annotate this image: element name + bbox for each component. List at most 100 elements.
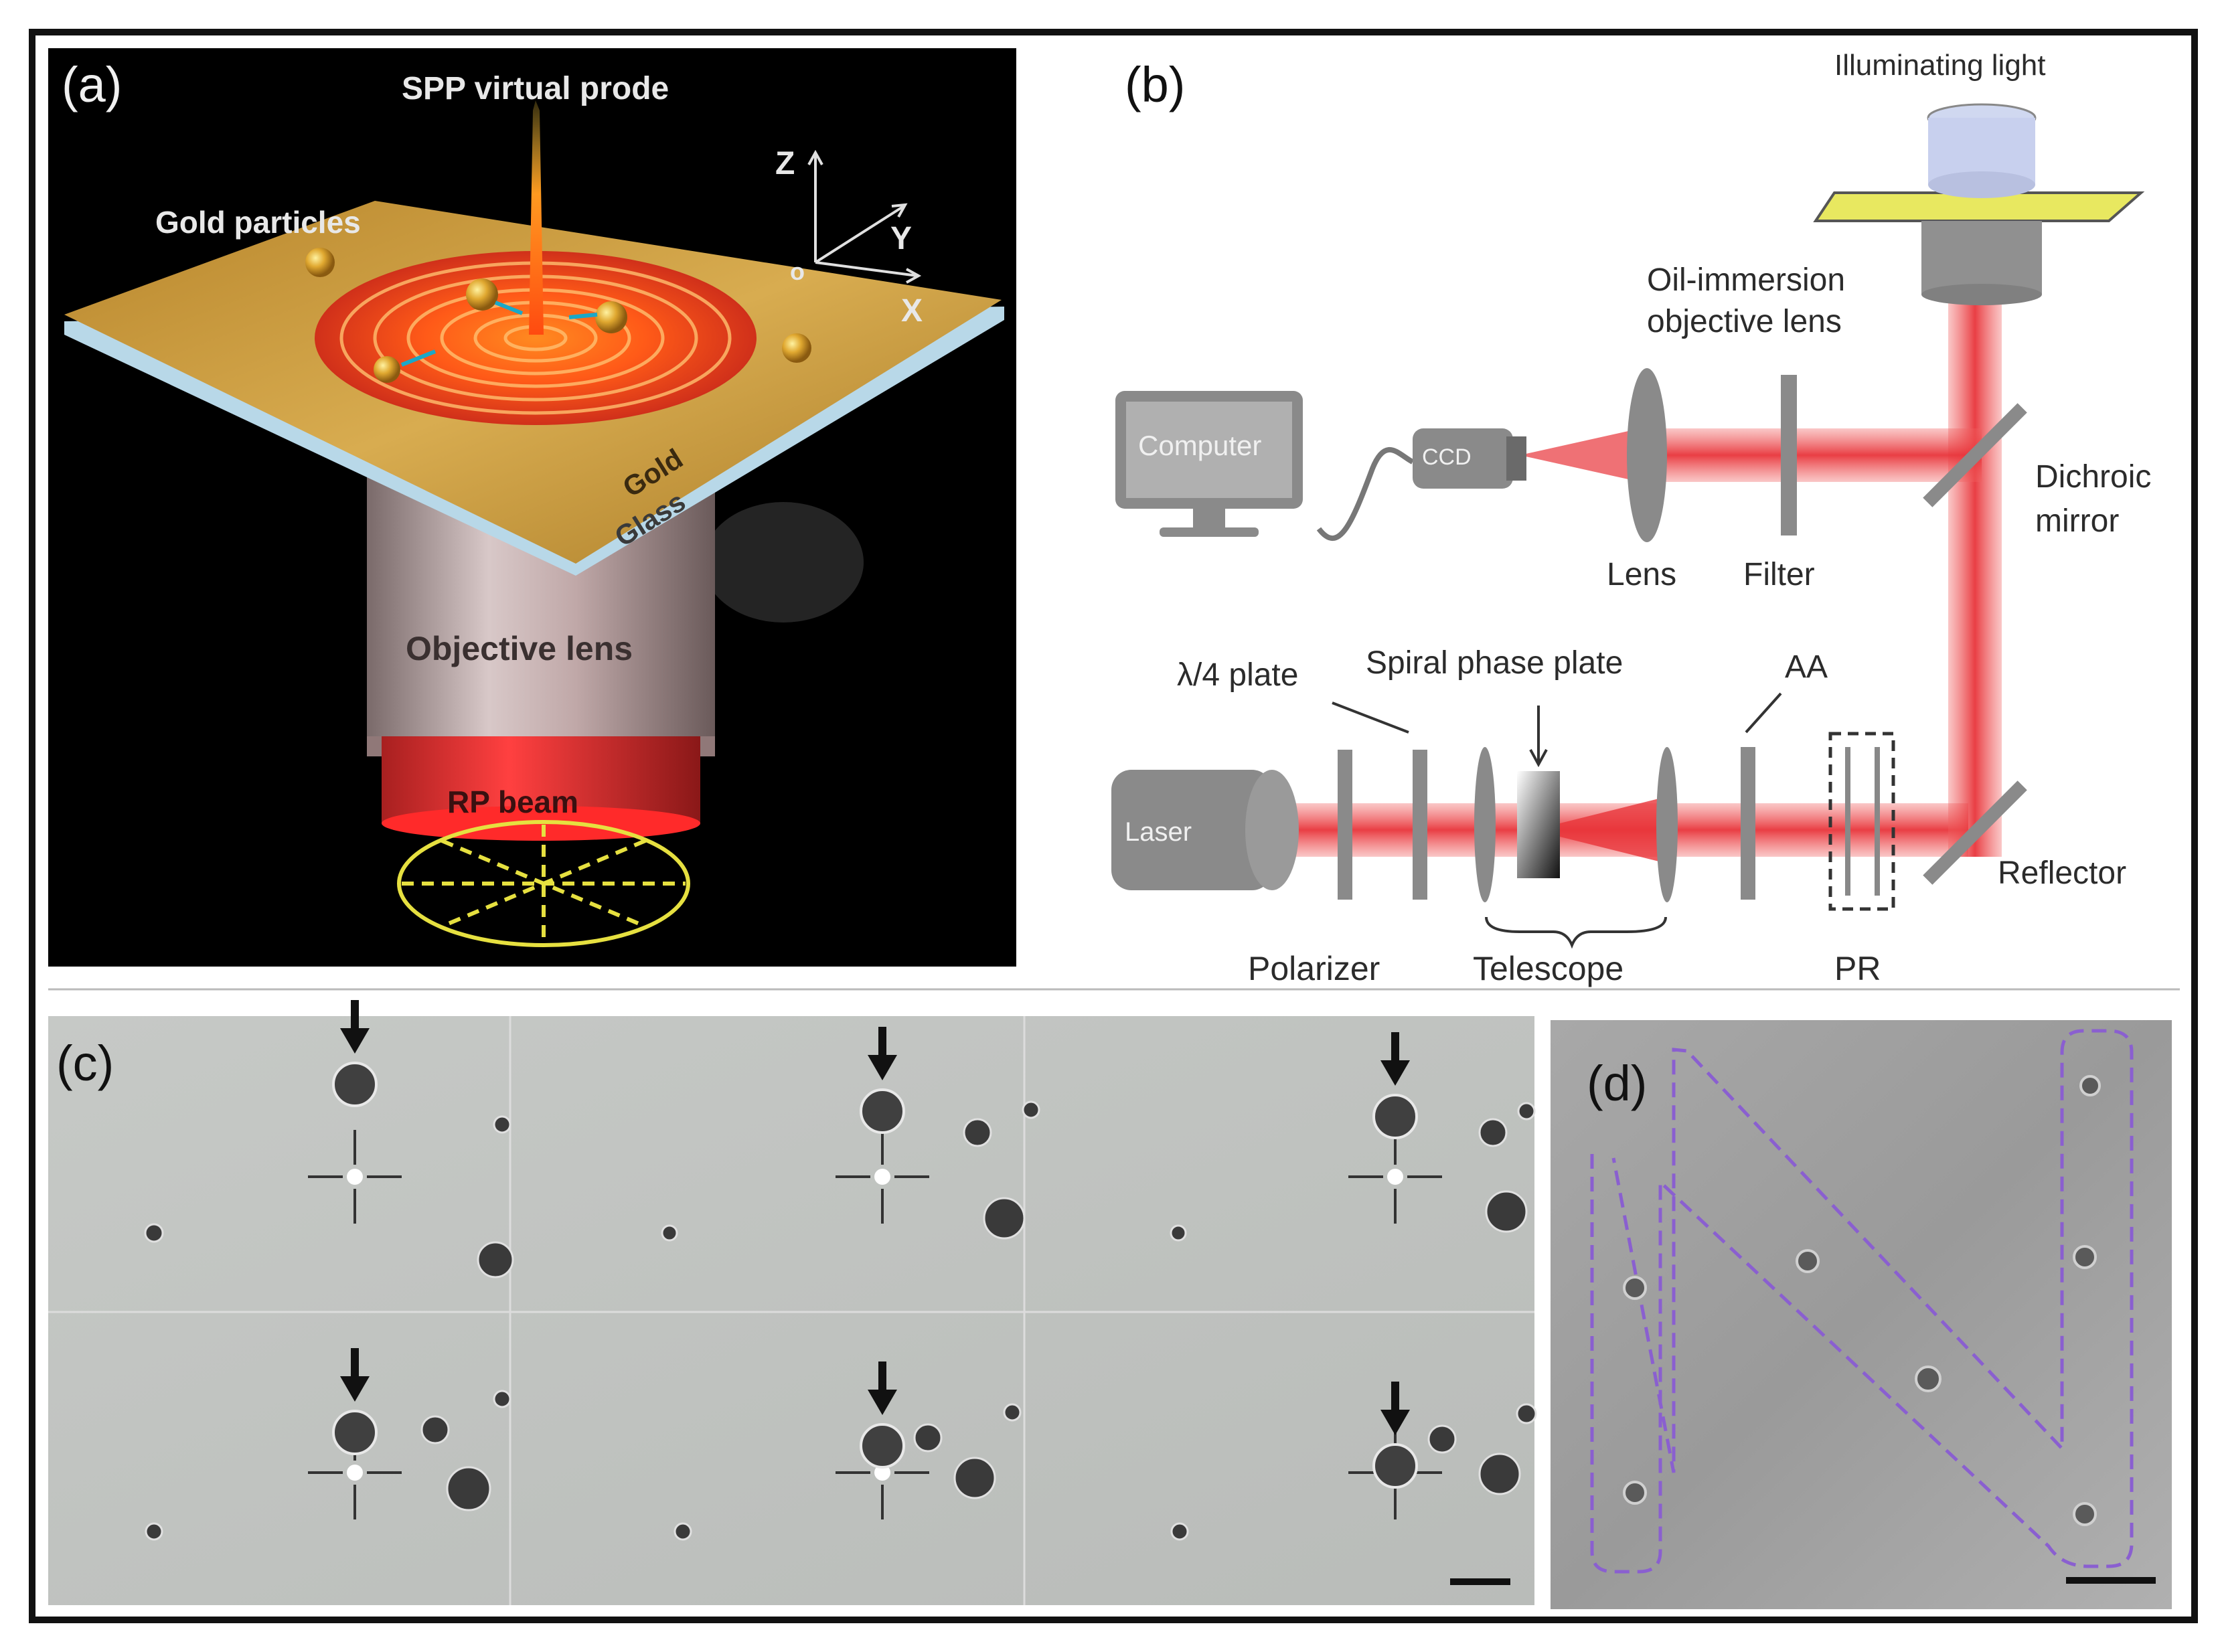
panel-c-background bbox=[48, 1016, 1534, 1605]
spiral-phase-plate bbox=[1517, 771, 1560, 878]
telescope-lens-2 bbox=[1656, 747, 1678, 902]
arrow-head bbox=[1380, 1060, 1410, 1086]
panel-b: (b) Illuminating light Oil-immersion obj… bbox=[1111, 49, 2151, 987]
axis-origin-label: o bbox=[790, 258, 805, 285]
particle bbox=[1003, 1403, 1022, 1422]
polarizer bbox=[1338, 750, 1352, 900]
filter bbox=[1781, 375, 1797, 535]
aa-aperture bbox=[1741, 747, 1755, 900]
particle bbox=[145, 1522, 163, 1541]
computer-label: Computer bbox=[1138, 430, 1261, 461]
trapped-particle bbox=[332, 1410, 378, 1455]
arrow-head bbox=[1380, 1410, 1410, 1435]
axis-z-label: Z bbox=[775, 146, 795, 181]
computer bbox=[1115, 391, 1414, 541]
quarter-plate-label: λ/4 plate bbox=[1177, 657, 1298, 693]
particle bbox=[1478, 1118, 1508, 1147]
lens-label: Lens bbox=[1607, 557, 1676, 592]
particle bbox=[446, 1466, 491, 1511]
spiral-plate-label: Spiral phase plate bbox=[1366, 645, 1623, 681]
arrow-head bbox=[340, 1028, 370, 1054]
pr-element-1 bbox=[1845, 747, 1850, 896]
panel-a-label: (a) bbox=[62, 57, 122, 112]
particle bbox=[493, 1115, 511, 1134]
particle bbox=[913, 1423, 943, 1453]
spp-probe-spike bbox=[529, 100, 544, 335]
particle bbox=[1170, 1224, 1187, 1242]
spp-probe-label: SPP virtual prode bbox=[402, 71, 669, 106]
reflector bbox=[1923, 780, 2027, 885]
illuminating-light-label: Illuminating light bbox=[1834, 49, 2046, 82]
reflector-label: Reflector bbox=[1998, 855, 2126, 891]
laser-spot bbox=[874, 1169, 890, 1185]
panel-a: Z Y X o (a) SPP virtual prode Gold parti… bbox=[48, 48, 1016, 967]
particle bbox=[477, 1241, 514, 1278]
arrow-head bbox=[868, 1390, 897, 1415]
coordinate-axes bbox=[807, 149, 922, 284]
particle bbox=[493, 1390, 511, 1408]
pr-label: PR bbox=[1834, 950, 1881, 987]
dichroic-mirror bbox=[1923, 403, 2027, 507]
arrow-head bbox=[340, 1376, 370, 1402]
panel-c: (c) bbox=[48, 1000, 1537, 1605]
gold-particles-label: Gold particles bbox=[155, 205, 361, 240]
particle bbox=[1485, 1190, 1528, 1233]
trapped-particle bbox=[860, 1088, 905, 1134]
particle bbox=[1427, 1424, 1457, 1454]
trapped-particles-d bbox=[1623, 1075, 2101, 1526]
telescope-lens-1 bbox=[1474, 747, 1496, 902]
figure-frame bbox=[29, 29, 2198, 1623]
oil-immersion-label: Oil-immersion bbox=[1647, 262, 1845, 298]
ccd-camera bbox=[1413, 428, 1526, 489]
trapped-particle bbox=[1372, 1443, 1418, 1489]
background-glow bbox=[703, 502, 864, 623]
laser-spot bbox=[347, 1169, 363, 1185]
trapped-particle bbox=[860, 1423, 905, 1469]
pr-dashed-box bbox=[1828, 732, 1895, 911]
axis-y-label: Y bbox=[890, 221, 912, 256]
laser-spot bbox=[1387, 1169, 1403, 1185]
particle bbox=[420, 1415, 450, 1444]
laser-spot bbox=[874, 1465, 890, 1481]
particle bbox=[983, 1197, 1026, 1240]
particle bbox=[1022, 1100, 1040, 1119]
panel-b-label: (b) bbox=[1125, 57, 1185, 112]
laser-spot bbox=[347, 1465, 363, 1481]
aa-label: AA bbox=[1785, 649, 1828, 685]
polarizer-label: Polarizer bbox=[1248, 950, 1380, 987]
illumination-stage bbox=[1813, 103, 2145, 305]
axis-x-label: X bbox=[901, 293, 923, 329]
particle bbox=[674, 1522, 692, 1541]
panel-d-background bbox=[1551, 1020, 2172, 1609]
beam-focus-ccd bbox=[1520, 428, 1640, 482]
beam-detection bbox=[1634, 428, 1982, 482]
particle bbox=[953, 1457, 996, 1499]
pr-element-2 bbox=[1875, 747, 1880, 896]
particle bbox=[1517, 1102, 1536, 1121]
lens bbox=[1627, 368, 1667, 542]
laser-label: Laser bbox=[1125, 817, 1192, 847]
trapped-particle bbox=[332, 1062, 378, 1107]
particle bbox=[144, 1223, 164, 1243]
dichroic-label: Dichroic bbox=[2035, 459, 2151, 495]
leader-lines bbox=[1332, 692, 1782, 949]
panel-d-label: (d) bbox=[1587, 1056, 1647, 1111]
arrow-head bbox=[868, 1055, 897, 1080]
beam-expansion bbox=[1533, 797, 1667, 863]
particle bbox=[1516, 1403, 1537, 1424]
telescope-label: Telescope bbox=[1473, 950, 1623, 987]
scale-bar-d bbox=[2066, 1577, 2156, 1584]
objective-lens-label: Objective lens bbox=[406, 630, 633, 667]
panel-d: (d) bbox=[1551, 1020, 2172, 1609]
particle bbox=[963, 1118, 992, 1147]
particle bbox=[661, 1224, 678, 1242]
scale-bar-c bbox=[1450, 1578, 1510, 1585]
trapping-arrows bbox=[400, 301, 598, 367]
rp-beam-label: RP beam bbox=[447, 784, 578, 819]
mirror-label: mirror bbox=[2035, 503, 2119, 539]
beam-vertical bbox=[1948, 295, 2002, 857]
particle bbox=[1170, 1522, 1189, 1541]
n-letter-outline bbox=[1590, 1029, 2134, 1574]
particle bbox=[1478, 1453, 1521, 1495]
